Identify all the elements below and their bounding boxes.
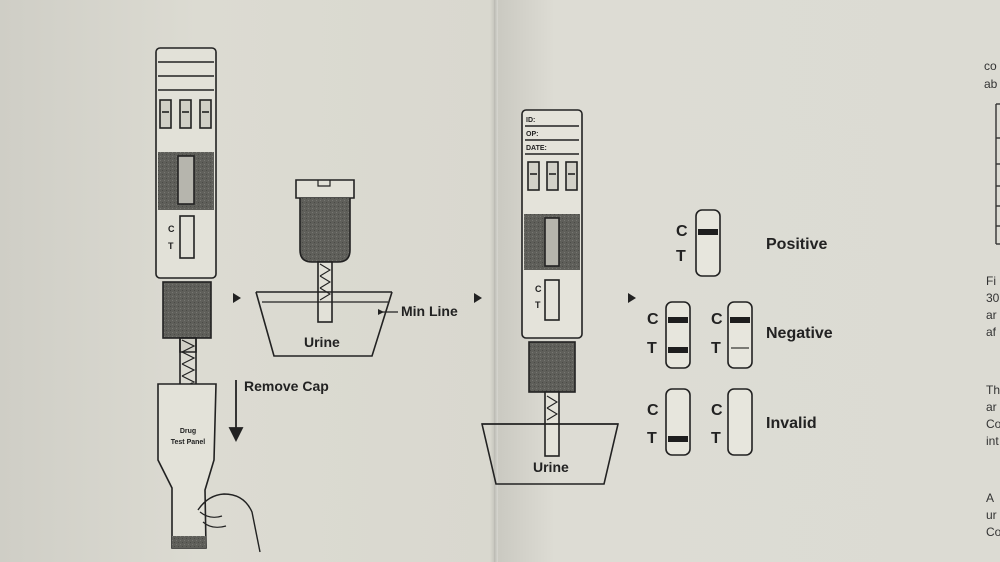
remove-cap-arrow: [228, 380, 244, 443]
negative2-c-line: [730, 317, 750, 323]
result-strip-negative-1: [665, 301, 691, 369]
result-strip-negative-2: [727, 301, 753, 369]
test-device-step3: [480, 109, 620, 485]
table-fragment: [995, 103, 1000, 245]
step1-ct-labels: C T: [168, 224, 175, 251]
step1-c-mark: C: [168, 224, 175, 234]
step3-t-mark: T: [535, 300, 541, 310]
edge-fragment: Th: [986, 383, 1000, 397]
step3-date-label: DATE:: [526, 145, 547, 152]
result-strip-positive: [695, 209, 721, 277]
negative2-t-label: T: [711, 340, 721, 357]
edge-fragment: A: [986, 491, 995, 505]
negative1-c-label: C: [647, 311, 659, 328]
positive-c-label: C: [676, 223, 688, 240]
step2-dip-illustration: [255, 179, 398, 357]
negative1-t-label: T: [647, 340, 657, 357]
step3-urine-label: Urine: [533, 459, 569, 475]
edge-fragment: af: [986, 325, 997, 339]
negative-label: Negative: [766, 325, 833, 342]
test-device-step1: [155, 47, 217, 399]
cap-text-line2: Test Panel: [170, 439, 206, 446]
min-line-arrow: [378, 309, 384, 315]
remove-cap-label: Remove Cap: [244, 378, 329, 394]
result-strip-invalid-2: [727, 388, 753, 456]
min-line-label: Min Line: [401, 303, 458, 319]
page-fold: [490, 0, 498, 562]
left-page: [0, 0, 494, 562]
cap-illustration: [157, 383, 261, 553]
arrow-step1-to-step2: [233, 293, 241, 303]
invalid1-t-label: T: [647, 430, 657, 447]
edge-fragment: int: [986, 434, 999, 448]
edge-fragment: co: [984, 59, 997, 73]
negative2-c-label: C: [711, 311, 723, 328]
edge-fragment: Fi: [986, 274, 996, 288]
edge-fragment: ar: [986, 400, 997, 414]
invalid1-c-label: C: [647, 402, 659, 419]
result-strip-invalid-1: [665, 388, 691, 456]
edge-fragment: ab: [984, 77, 998, 91]
negative1-c-line: [668, 317, 688, 323]
arrow-step2-to-step3: [474, 293, 482, 303]
arrow-step3-to-results: [628, 293, 636, 303]
step2-urine-label: Urine: [304, 334, 340, 350]
invalid2-c-label: C: [711, 402, 723, 419]
positive-t-label: T: [676, 248, 686, 265]
positive-label: Positive: [766, 236, 828, 253]
step3-id-label: ID:: [526, 117, 536, 124]
edge-fragment: ar: [986, 308, 997, 322]
edge-fragment: 30: [986, 291, 1000, 305]
invalid-label: Invalid: [766, 415, 817, 432]
invalid2-t-label: T: [711, 430, 721, 447]
step3-op-label: OP:: [526, 131, 539, 138]
edge-fragment: Co: [986, 525, 1000, 539]
edge-fragment: ur: [986, 508, 997, 522]
step1-t-mark: T: [168, 241, 174, 251]
negative2-faint-t-line: [731, 347, 749, 349]
negative1-t-line: [668, 347, 688, 353]
edge-fragment: Co: [986, 417, 1000, 431]
positive-c-line: [698, 229, 718, 235]
cap-text-line1: Drug: [179, 428, 197, 435]
step3-ct-labels: C T: [535, 284, 542, 310]
step3-c-mark: C: [535, 284, 542, 294]
invalid1-t-line: [668, 436, 688, 442]
